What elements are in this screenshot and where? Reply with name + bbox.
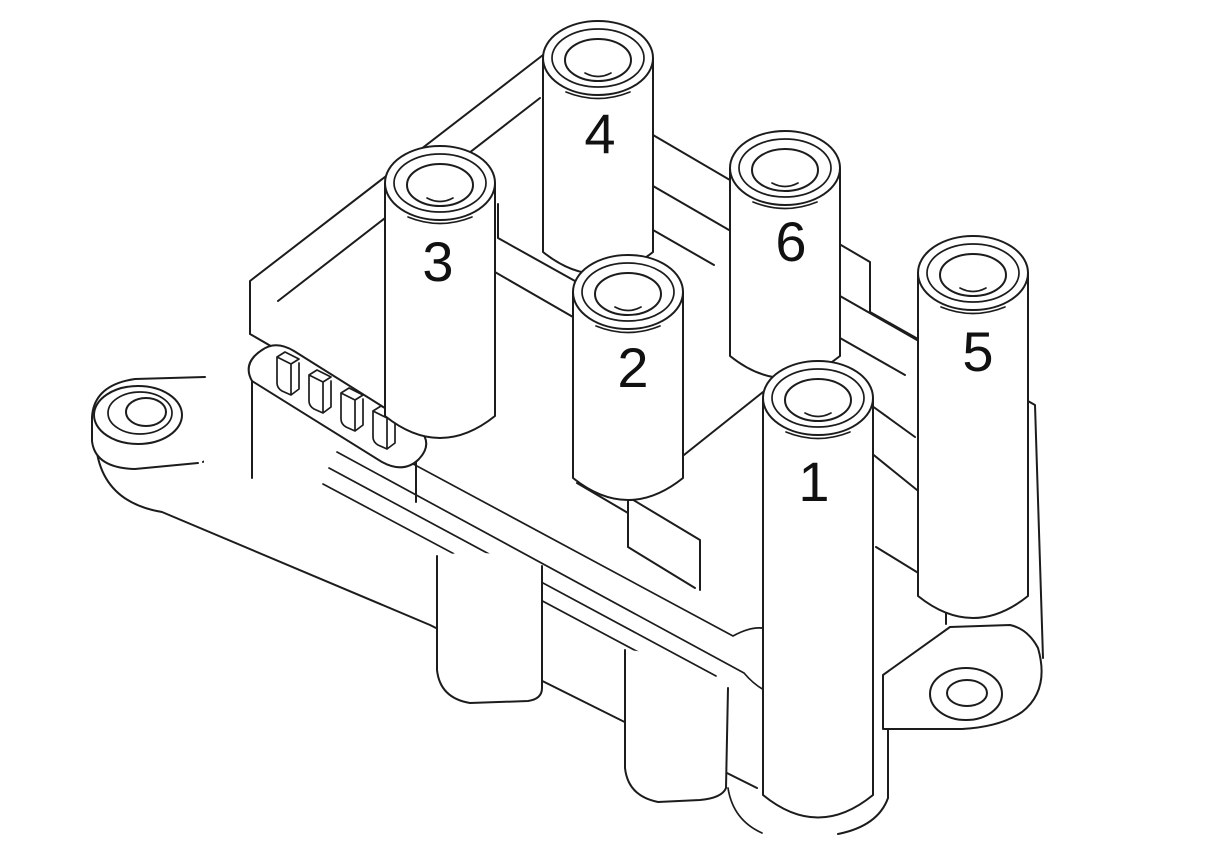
- tower-1-label: 1: [798, 450, 829, 513]
- connector-pin-2: [308, 369, 332, 414]
- tower-5-label: 5: [962, 320, 993, 383]
- left-mounting-ear: [91, 376, 206, 470]
- tower-5-bore: [939, 253, 1007, 297]
- right-mounting-ear: [882, 624, 1043, 730]
- left-mounting-hole: [125, 397, 167, 427]
- coil-tower-5: [917, 235, 1029, 619]
- tower-4-bore: [564, 38, 632, 82]
- tower-2-label: 2: [617, 336, 648, 399]
- coil-tower-1: [762, 360, 874, 819]
- front-skirt-tab-right: [624, 649, 729, 803]
- coil-tower-4: [542, 20, 654, 275]
- tower-number-labels: 4 3 6 2 5 1: [422, 102, 993, 513]
- tower-6-label: 6: [775, 210, 806, 273]
- coil-tower-2: [572, 254, 684, 501]
- coil-tower-3: [384, 145, 496, 439]
- connector-pin-1: [276, 351, 300, 396]
- connector-pin-3: [340, 387, 364, 432]
- left-ear-counterbore: [107, 391, 173, 435]
- tower-1-bore: [784, 378, 852, 422]
- coil-tower-6: [729, 130, 841, 379]
- tower-3-label: 3: [422, 230, 453, 293]
- tower-4-label: 4: [584, 102, 615, 165]
- front-skirt-tab-left: [436, 552, 543, 704]
- tower-6-bore: [751, 148, 819, 192]
- groove-channel: [322, 429, 791, 697]
- tower-3-bore: [406, 163, 474, 207]
- skirt-valley-edge: [727, 787, 763, 834]
- right-mounting-hole: [946, 679, 988, 707]
- housing-step-edges: [454, 185, 947, 625]
- tower-2-bore: [594, 272, 662, 316]
